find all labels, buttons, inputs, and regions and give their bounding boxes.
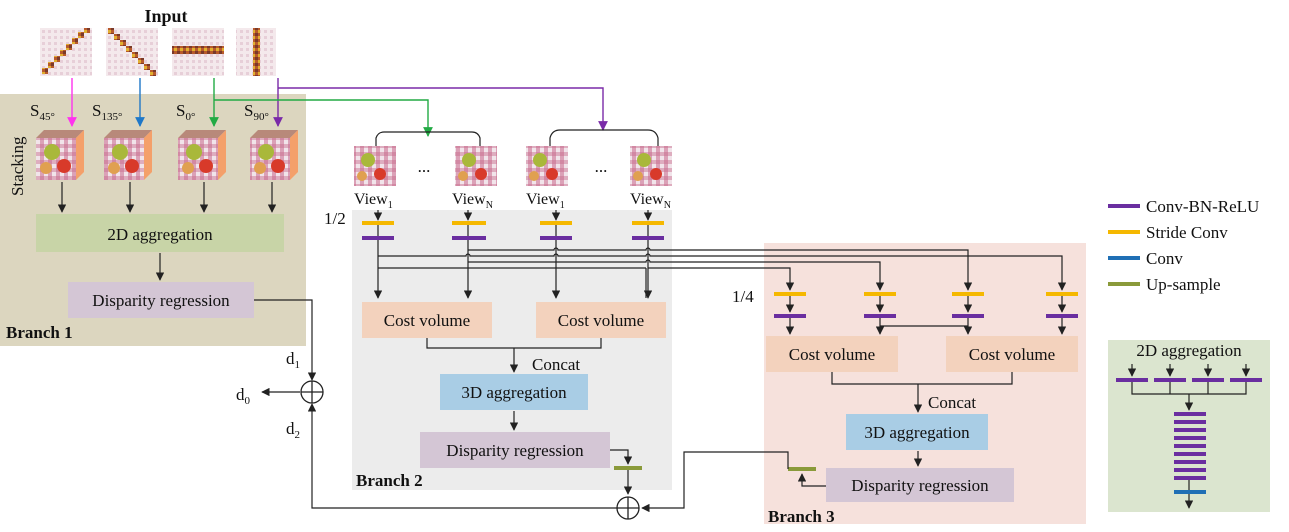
branch1-aggregation-label: 2D aggregation [107, 225, 213, 244]
cube-s90 [250, 130, 298, 180]
arrow-s90-to-branch2 [278, 87, 608, 131]
view-image-1a [354, 146, 396, 186]
branch2-to-branch3-feeds [378, 247, 1067, 291]
branch2-aggregation-label: 3D aggregation [461, 383, 567, 402]
view-label-na: ViewN [452, 191, 493, 211]
branch3-cost-volume-b-label: Cost volume [969, 345, 1055, 364]
branch3-cost-volume-a-label: Cost volume [789, 345, 875, 364]
d0-label: d0 [236, 385, 251, 407]
branch2-regression-label: Disparity regression [446, 441, 584, 460]
branch3-aggregation-box [846, 414, 988, 450]
view-image-na [455, 146, 497, 186]
branch3-label: Branch 3 [768, 507, 835, 526]
inset-conv-stack [1174, 412, 1206, 480]
branch3-aggregation-label: 3D aggregation [864, 423, 970, 442]
branch2-label: Branch 2 [356, 471, 423, 490]
cube-s0 [178, 130, 226, 180]
branch2-view-bracket-left [375, 131, 481, 146]
label-s45: S45° [30, 101, 55, 123]
branch1-aggregation-box [36, 214, 284, 252]
view-image-1b [526, 146, 568, 186]
label-s90: S90° [244, 101, 269, 123]
input-stack-s135 [106, 28, 158, 76]
legend-label-conv: Conv [1146, 249, 1183, 268]
ellipsis-b: ... [595, 157, 608, 176]
d1-label: d1 [286, 349, 300, 371]
branch2-scale: 1/2 [324, 209, 346, 228]
legend-label-upsample: Up-sample [1146, 275, 1221, 294]
branch2-view-bracket-right [549, 129, 659, 146]
d1-line [254, 299, 317, 381]
input-stack-s90 [236, 28, 276, 76]
branch1-label: Branch 1 [6, 323, 73, 342]
branch1-cube-arrows [57, 182, 277, 213]
branch2-cost-volume-b [536, 302, 666, 338]
legend-label-conv-bn-relu: Conv-BN-ReLU [1146, 197, 1259, 216]
branch3-cost-volume-b [946, 336, 1078, 372]
cube-s45 [36, 130, 84, 180]
legend-label-stride-conv: Stride Conv [1146, 223, 1228, 242]
input-stack-s45 [40, 28, 92, 76]
stacking-label: Stacking [8, 136, 27, 196]
branch2-crossings [373, 240, 653, 299]
label-s135: S135° [92, 101, 122, 123]
branch2-cost-volume-a [362, 302, 492, 338]
branch1-regression-box [68, 282, 254, 318]
input-stack-s0 [172, 28, 224, 76]
branch3-regression-label: Disparity regression [851, 476, 989, 495]
input-title: Input [144, 6, 187, 26]
branch2-regression-box [420, 432, 610, 468]
cube-s135 [104, 130, 152, 180]
d2-line [307, 403, 617, 509]
branch3-cost-volume-a [766, 336, 898, 372]
view-label-1b: View1 [526, 191, 565, 211]
ellipsis-a: ... [418, 157, 431, 176]
branch2-aggregation-box [440, 374, 588, 410]
arrow-s0-to-branch2 [214, 99, 433, 137]
legend: Conv-BN-ReLU Stride Conv Conv Up-sample [1108, 197, 1259, 294]
view-image-nb [630, 146, 672, 186]
branch3-concat-label: Concat [928, 393, 976, 412]
branch2-cost-volume-a-label: Cost volume [384, 311, 470, 330]
branch3-regression-box [826, 468, 1014, 502]
branch3-crossings [785, 318, 1067, 335]
branch2-upsample-line [610, 449, 633, 465]
branch2-concat-lines [426, 338, 602, 372]
branch3-concat-lines [831, 372, 1013, 412]
d2-label: d2 [286, 419, 300, 441]
branch3-to-fusion-line [641, 451, 789, 513]
branch2-concat-label: Concat [532, 355, 580, 374]
view-label-1a: View1 [354, 191, 393, 211]
branch1-regression-label: Disparity regression [92, 291, 230, 310]
branch3-scale: 1/4 [732, 287, 754, 306]
branch3-upsample-feed [797, 473, 826, 487]
inset-title: 2D aggregation [1136, 341, 1242, 360]
view-label-nb: ViewN [630, 191, 671, 211]
label-s0: S0° [176, 101, 195, 123]
branch2-cost-volume-b-label: Cost volume [558, 311, 644, 330]
